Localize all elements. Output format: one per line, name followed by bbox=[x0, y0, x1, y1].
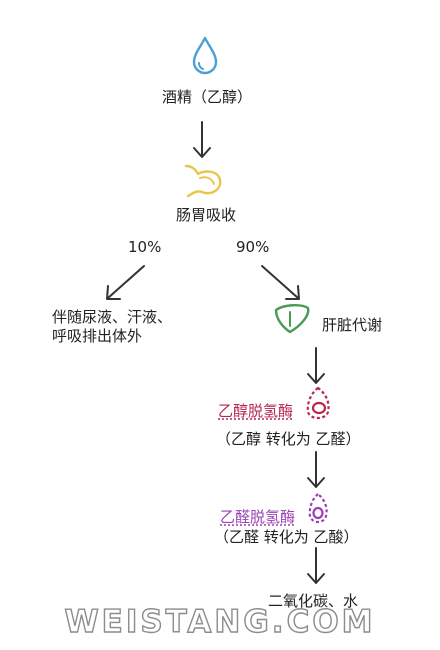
watermark: WEISTANG.COM bbox=[64, 603, 376, 640]
excretion-label-line1: 伴随尿液、汗液、 bbox=[52, 308, 173, 326]
liver-icon bbox=[274, 304, 310, 334]
enzyme-icon bbox=[308, 492, 328, 524]
liver-metabolism-label: 肝脏代谢 bbox=[322, 316, 383, 334]
arrow-down-icon bbox=[307, 347, 325, 384]
arrow-down-left-icon bbox=[106, 265, 145, 300]
percent-left-label: 10% bbox=[128, 238, 162, 256]
arrow-down-icon bbox=[307, 547, 325, 584]
aldh-conversion-label: （乙醛 转化为 乙酸） bbox=[214, 528, 359, 546]
arrow-down-icon bbox=[307, 451, 325, 488]
arrow-down-icon bbox=[193, 121, 211, 158]
adh-conversion-label: （乙醇 转化为 乙醛） bbox=[216, 430, 361, 448]
adh-enzyme-label: 乙醇脱氢酶 bbox=[218, 402, 294, 420]
ethanol-label: 酒精（乙醇） bbox=[161, 88, 253, 106]
stomach-icon bbox=[184, 164, 222, 198]
final-products-label: 二氧化碳、水 bbox=[268, 592, 359, 610]
gut-absorption-label: 肠胃吸收 bbox=[175, 206, 237, 224]
percent-right-label: 90% bbox=[236, 238, 270, 256]
enzyme-icon bbox=[306, 386, 330, 420]
arrow-down-right-icon bbox=[261, 265, 300, 300]
water-drop-icon bbox=[192, 36, 218, 75]
excretion-label-line2: 呼吸排出体外 bbox=[52, 327, 143, 345]
aldh-enzyme-label: 乙醛脱氢酶 bbox=[220, 508, 296, 526]
